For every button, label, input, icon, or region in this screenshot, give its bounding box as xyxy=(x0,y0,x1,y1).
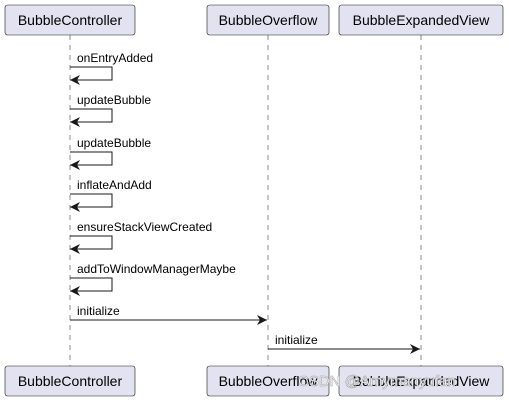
self-message-arrow xyxy=(70,151,113,170)
participant-label: BubbleExpandedView xyxy=(353,373,491,389)
message-label: onEntryAdded xyxy=(77,51,153,65)
message-6: addToWindowManagerMaybe xyxy=(70,262,236,296)
self-message-arrow xyxy=(70,108,113,127)
message-label: updateBubble xyxy=(77,93,151,107)
message-label: addToWindowManagerMaybe xyxy=(77,262,236,276)
participant-bubble-overflow-bottom: BubbleOverflow xyxy=(206,365,330,397)
message-label: ensureStackViewCreated xyxy=(77,220,212,234)
participant-box xyxy=(206,4,330,36)
self-message-arrow xyxy=(70,193,113,212)
participant-bubble-controller-bottom: BubbleController xyxy=(4,365,136,397)
message-label: initialize xyxy=(77,304,120,318)
participant-label: BubbleController xyxy=(18,12,123,28)
message-1: onEntryAdded xyxy=(70,51,153,85)
participant-label: BubbleOverflow xyxy=(219,373,319,389)
message-8: initialize xyxy=(268,333,420,354)
message-label: updateBubble xyxy=(77,136,151,150)
message-label: initialize xyxy=(275,333,318,347)
participant-box xyxy=(206,365,330,397)
message-4: inflateAndAdd xyxy=(70,178,152,212)
message-3: updateBubble xyxy=(70,136,151,170)
message-label: inflateAndAdd xyxy=(77,178,152,192)
participant-label: BubbleOverflow xyxy=(219,12,319,28)
message-7: initialize xyxy=(70,304,267,325)
self-message-arrow xyxy=(70,66,113,85)
participant-box xyxy=(338,365,504,397)
participant-bubble-controller-top: BubbleController xyxy=(4,4,136,36)
watermark-text: CSDN @Amymanyufan xyxy=(298,373,456,390)
participant-box xyxy=(4,4,136,36)
message-5: ensureStackViewCreated xyxy=(70,220,212,254)
participant-box xyxy=(4,365,136,397)
participant-label: BubbleController xyxy=(18,373,123,389)
participant-box xyxy=(338,4,504,36)
self-message-arrow xyxy=(70,277,113,296)
participant-label: BubbleExpandedView xyxy=(353,12,491,28)
participant-bubble-overflow-top: BubbleOverflow xyxy=(206,4,330,36)
participant-bubble-expanded-view-top: BubbleExpandedView xyxy=(338,4,504,36)
self-message-arrow xyxy=(70,235,113,254)
participant-bubble-expanded-view-bottom: BubbleExpandedView xyxy=(338,365,504,397)
message-2: updateBubble xyxy=(70,93,151,127)
